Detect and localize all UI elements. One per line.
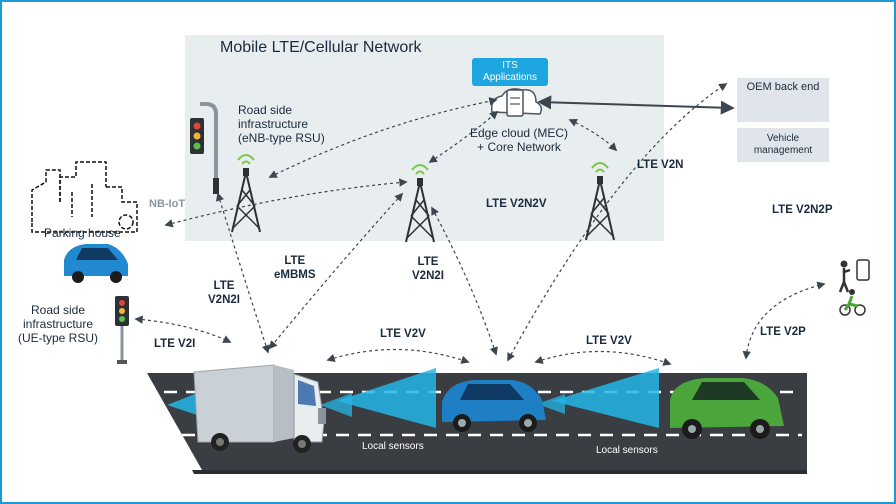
local-sensors-label: Local sensors <box>362 441 424 452</box>
cell-tower-icon <box>405 164 435 243</box>
sensor-beams <box>167 368 659 428</box>
nb-iot-label: NB-IoT <box>149 198 186 210</box>
oem-back-end-box: OEM back end <box>737 78 829 122</box>
lte-embms-label: LTE eMBMS <box>274 255 316 281</box>
lte-v2i-label: LTE V2I <box>154 338 196 350</box>
lte-v2p-label: LTE V2P <box>760 326 806 338</box>
lte-v2n2p-label: LTE V2N2P <box>772 204 833 216</box>
city-buildings-icon <box>31 161 138 233</box>
lte-v2n-label: LTE V2N <box>637 159 684 171</box>
traffic-light-icon <box>115 296 129 364</box>
network-title: Mobile LTE/Cellular Network <box>220 39 422 56</box>
link-lines <box>134 83 826 366</box>
cell-tower-icon <box>585 162 615 241</box>
oem-back-end-label: OEM back end <box>746 81 820 93</box>
local-sensors-label: Local sensors <box>596 445 658 456</box>
car-icon <box>64 244 128 283</box>
truck-icon <box>193 364 326 453</box>
rsu-ue-label: Road side infrastructure (UE-type RSU) <box>18 303 99 345</box>
cell-tower-icon <box>231 154 261 233</box>
car-icon <box>442 380 546 432</box>
cyclist-icon <box>839 289 866 316</box>
server-icon <box>490 88 543 117</box>
lte-v2v-label: LTE V2V <box>380 328 426 340</box>
lte-v2n2i-label: LTE V2N2I <box>208 280 240 306</box>
its-applications-box: ITS Applications <box>472 58 548 86</box>
edge-cloud-label: Edge cloud (MEC) + Core Network <box>470 126 569 154</box>
lte-v2n2v-label: LTE V2N2V <box>486 198 547 210</box>
lte-v2n2i-label: LTE V2N2I <box>412 256 444 282</box>
rsu-enb-label: Road side infrastructure (eNB-type RSU) <box>238 103 325 145</box>
car-icon <box>670 378 784 439</box>
its-applications-label: ITS Applications <box>483 60 537 83</box>
pedestrian-phone-icon <box>838 259 870 293</box>
lte-v2v-label: LTE V2V <box>586 335 632 347</box>
vehicle-management-label: Vehicle management <box>753 133 813 156</box>
vehicle-management-box: Vehicle management <box>737 128 829 162</box>
traffic-light-icon <box>190 102 219 194</box>
parking-house-label: Parking house <box>44 226 121 240</box>
